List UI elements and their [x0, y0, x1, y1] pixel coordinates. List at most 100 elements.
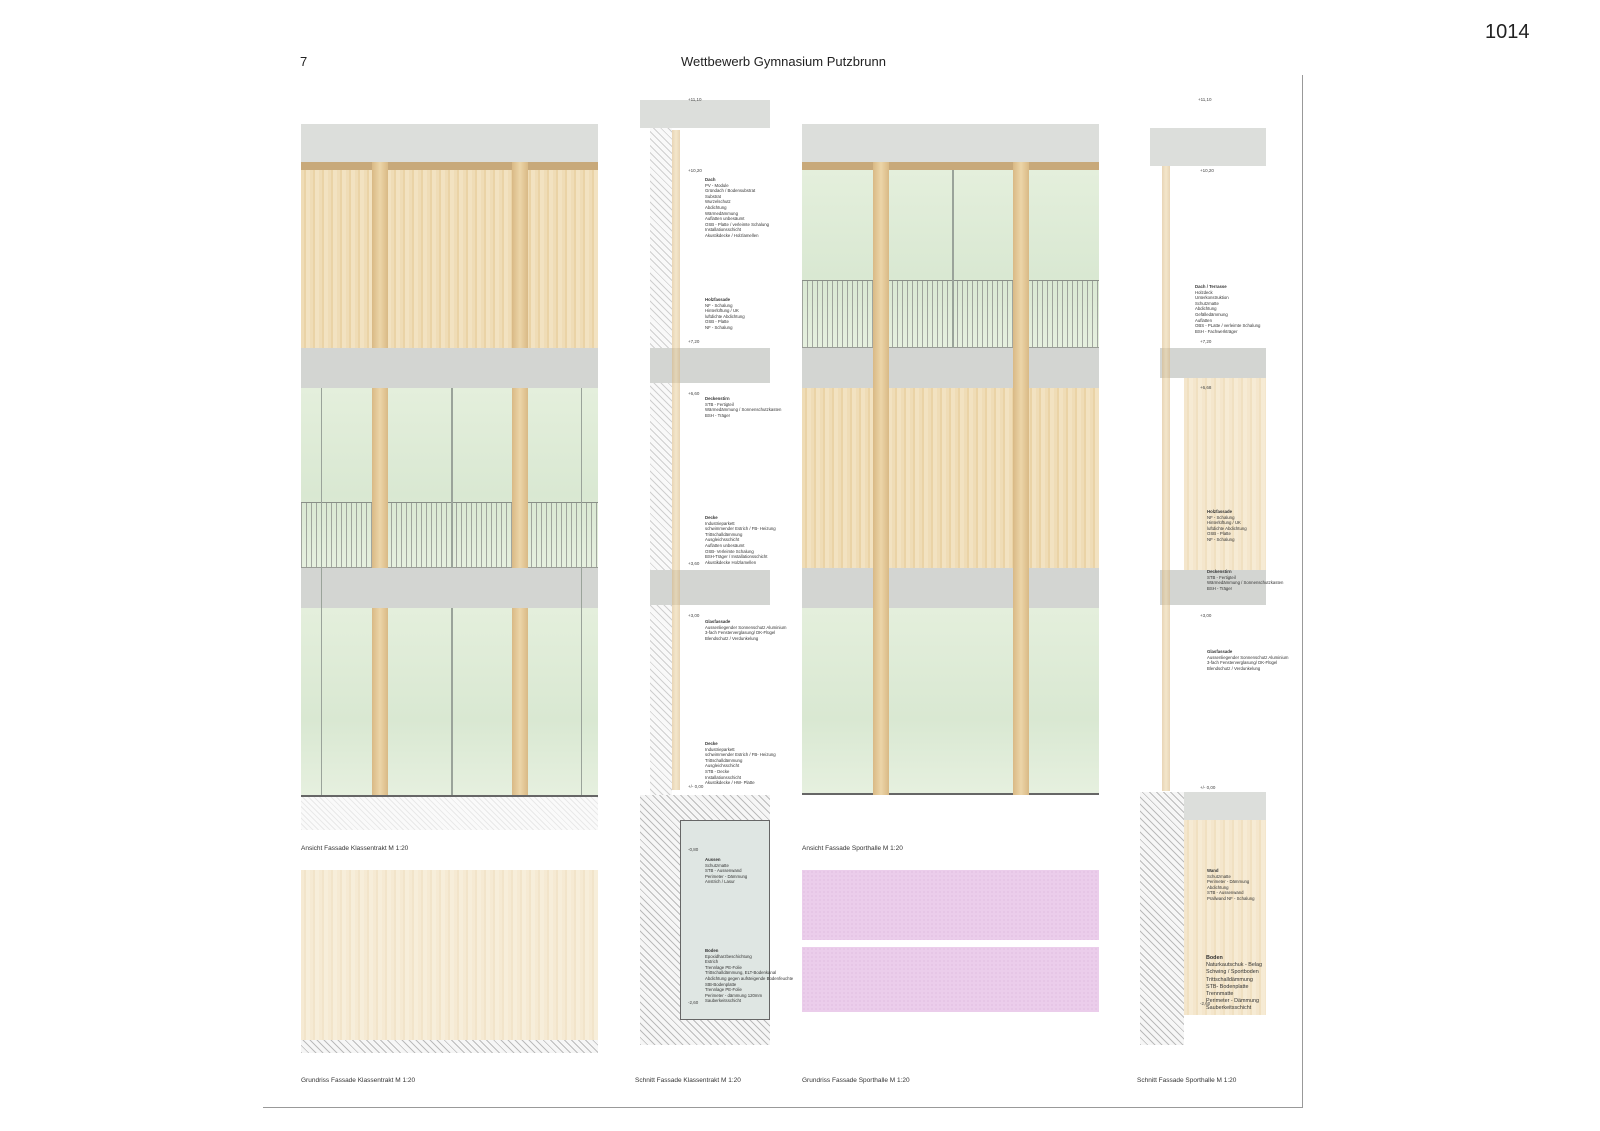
layer-item: Abdichtung gegen aufsteigende Bodenfeuch…	[705, 975, 794, 981]
elevation-klassentrakt	[301, 105, 598, 830]
level-marker: -2,60	[1200, 1001, 1211, 1006]
layer-item: Schutzmatte	[1207, 873, 1231, 879]
layer-title: Dach	[705, 177, 716, 182]
layer-title: Holzfassade	[1207, 509, 1233, 514]
layer-item: BSH - Träger	[705, 412, 731, 418]
layer-item: Akustikdecke Holzlamellen	[705, 559, 757, 565]
level-marker: +/- 0,00	[688, 784, 704, 789]
plan-sporthalle-floor-1	[802, 870, 1099, 940]
layer-item: Perimeter - Dämmung	[705, 873, 748, 879]
level-marker: +11,10	[688, 97, 702, 102]
caption-ansicht-sporthalle: Ansicht Fassade Sporthalle M 1:20	[802, 845, 903, 852]
level-marker: +7,20	[688, 339, 700, 344]
page-number: 7	[300, 54, 308, 69]
layer-item: Schutzmatte	[1195, 300, 1219, 306]
layer-item: Holzdeck	[1195, 289, 1213, 295]
layer-item: Ausgleichsschicht	[705, 537, 740, 543]
section-klassentrakt	[640, 100, 770, 1045]
caption-ansicht-klassentrakt: Ansicht Fassade Klassentrakt M 1:20	[301, 845, 409, 852]
layer-item: Blendschutz / Verdunkelung	[1207, 665, 1261, 671]
section-sporthalle	[1140, 100, 1266, 1045]
layer-title: Deckenstirn	[1207, 569, 1232, 574]
level-marker: +3,00	[1200, 613, 1212, 618]
layer-item: OBS - PLatte / verleimte Schalung	[1195, 323, 1261, 329]
layer-item: Trittschalldämmung	[1206, 976, 1253, 983]
layer-item: Epoxidharzbeschichtung	[705, 953, 752, 959]
layer-title: Glasfassade	[705, 619, 731, 624]
layer-item: Hinterlüftung / UK	[1207, 520, 1241, 526]
layer-item: Wärmedämmung / Sonnenschutzkasten	[1207, 580, 1284, 586]
layer-item: Gründach / Bodensubstrat	[705, 188, 756, 194]
level-marker: +3,60	[688, 561, 700, 566]
layer-item: OSB - Platte / verleimte Schalung	[705, 221, 770, 227]
frame-line-bottom	[263, 1107, 1303, 1108]
layer-title: Wand	[1207, 868, 1219, 873]
layer-item: BSH - Fachwerkträger	[1195, 328, 1238, 334]
layer-item: Perimeter - Dämmung	[1207, 879, 1250, 885]
level-marker: +6,68	[1200, 385, 1212, 390]
layer-item: Blendschutz / Verdunkelung	[705, 635, 759, 641]
layer-item: Estrich	[705, 959, 719, 965]
layer-title: Dach / Terrasse	[1195, 284, 1227, 289]
layer-item: Trittschalldämmung	[705, 531, 743, 537]
caption-grundriss-sporthalle: Grundriss Fassade Sporthalle M 1:20	[802, 1077, 910, 1084]
layer-item: Akustikdecke / HW- Platte	[705, 780, 755, 786]
layer-item: STB- Bodenplatte	[1206, 983, 1249, 990]
frame-line-right	[1302, 75, 1303, 1107]
layer-item: Trennlage PE-Folie	[705, 987, 742, 993]
layer-item: PV - Module	[705, 182, 729, 188]
layer-item: Schwing / Sportboden	[1206, 969, 1259, 976]
layer-item: Naturkautschuk - Belag	[1206, 962, 1263, 969]
layer-item: Abdichtung	[705, 204, 727, 210]
elevation-sporthalle	[802, 105, 1099, 795]
caption-schnitt-sporthalle: Schnitt Fassade Sporthalle M 1:20	[1137, 1077, 1237, 1084]
level-marker: +11,10	[1198, 97, 1212, 102]
layer-title: Decke	[705, 515, 718, 520]
level-marker: +10,20	[688, 168, 702, 173]
layer-item: 3-fach Fensterverglasung/ DK-Flügel	[1207, 660, 1278, 666]
layer-item: Wärmedämmung / Sonnenschutzkasten	[705, 407, 782, 413]
layer-item: NF - Schalung	[705, 324, 733, 330]
layer-item: Wärmedämmung	[705, 210, 738, 216]
layer-title: Decke	[705, 741, 718, 746]
layer-title: Deckenstirn	[705, 396, 730, 401]
level-marker: +7,20	[1200, 339, 1212, 344]
layer-title: Boden	[705, 948, 719, 953]
layer-item: NF - Schalung	[705, 302, 733, 308]
layer-item: OSB - Platte	[1207, 531, 1231, 537]
level-marker: +3,00	[688, 613, 700, 618]
layer-item: StB-Bodenplatte	[705, 981, 737, 987]
layer-item: Abdichtung	[1207, 884, 1229, 890]
layer-item: Trittschalldämmung, ELT-Bodenkanal	[705, 970, 777, 976]
page-title: Wettbewerb Gymnasium Putzbrunn	[681, 54, 886, 69]
layer-item: luftdichte Abdichtung	[705, 313, 745, 319]
sheet-number: 1014	[1485, 21, 1530, 43]
layer-item: STB - Aussenwand	[705, 868, 742, 874]
layer-item: BSH - Träger	[1207, 585, 1233, 591]
layer-item: Trittschalldämmung	[705, 757, 743, 763]
layer-item: 3-fach Fensterverglasung/ DK-Flügel	[705, 630, 776, 636]
layer-item: Substrat	[705, 193, 722, 199]
layer-item: Unterkonstruktion	[1195, 295, 1229, 301]
caption-grundriss-klassentrakt: Grundriss Fassade Klassentrakt M 1:20	[301, 1077, 416, 1084]
layer-item: STB - Aussenwand	[1207, 890, 1244, 896]
layer-item: STB - Decke	[705, 768, 730, 774]
layer-item: Perimeter - dämmung 120mm	[705, 992, 763, 998]
layer-item: Perimeter - Dämmung	[1206, 998, 1260, 1005]
level-marker: -0,80	[688, 847, 699, 852]
layer-item: Gefälledämmung	[1195, 311, 1228, 317]
layer-item: Sauberkeitsschicht	[705, 998, 742, 1004]
layer-item: Ausgleichsschicht	[705, 763, 740, 769]
layer-item: Auflatten unbesäumt	[705, 542, 745, 548]
level-marker: +/- 0,00	[1200, 785, 1216, 790]
layer-title: Glasfassade	[1207, 649, 1233, 654]
layer-item: STB - Fertigteil	[1207, 574, 1236, 580]
